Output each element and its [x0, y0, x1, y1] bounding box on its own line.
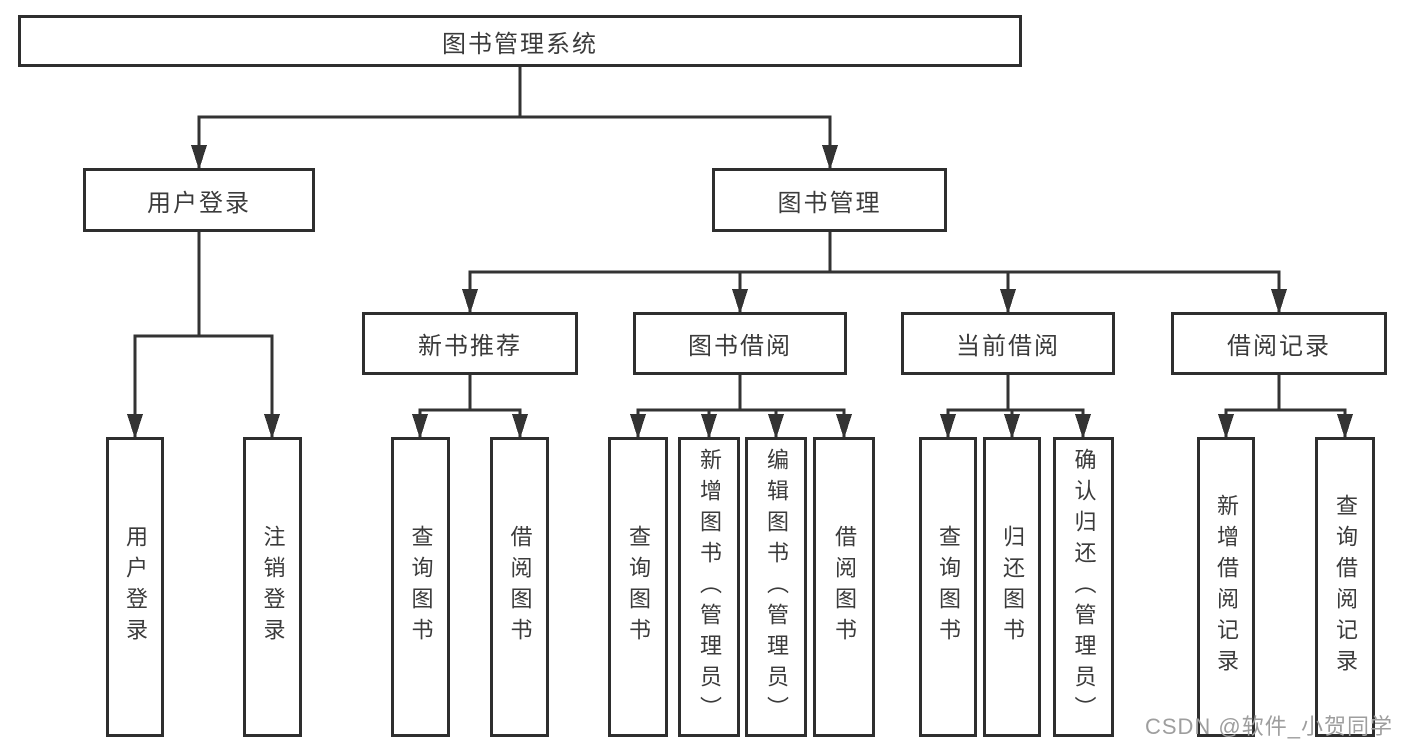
leaf-record-add-borrow-record: 新增借阅记录 — [1197, 437, 1255, 737]
node-new-book-recommend: 新书推荐 — [362, 312, 578, 375]
arrowhead-icon — [1004, 414, 1020, 439]
node-label: 用户登录 — [123, 525, 148, 649]
leaf-newbook-query-book: 查询图书 — [391, 437, 450, 737]
arrowhead-icon — [1218, 414, 1234, 439]
node-label: 图书管理系统 — [442, 30, 598, 58]
node-borrow-record: 借阅记录 — [1171, 312, 1387, 375]
node-label: 新增图书（管理员） — [697, 447, 722, 727]
arrowhead-icon — [127, 414, 143, 439]
leaf-borrow-query-book: 查询图书 — [608, 437, 668, 737]
node-label: 借阅图书 — [507, 525, 533, 649]
leaf-newbook-borrow-book: 借阅图书 — [490, 437, 549, 737]
arrowhead-icon — [512, 414, 528, 439]
node-user-login: 用户登录 — [83, 168, 315, 232]
arrowhead-icon — [836, 414, 852, 439]
node-label: 查询图书 — [936, 525, 961, 649]
leaf-borrow-borrow-book: 借阅图书 — [813, 437, 875, 737]
leaf-borrow-edit-book-admin: 编辑图书（管理员） — [745, 437, 807, 737]
arrowhead-icon — [732, 289, 748, 314]
node-book-borrow: 图书借阅 — [633, 312, 847, 375]
node-label: 当前借阅 — [956, 333, 1060, 360]
arrowhead-icon — [191, 145, 207, 170]
leaf-current-confirm-return-admin: 确认归还（管理员） — [1053, 437, 1114, 737]
node-label: 新增借阅记录 — [1214, 494, 1239, 680]
node-library-management-system: 图书管理系统 — [18, 15, 1022, 67]
leaf-record-query-borrow-record: 查询借阅记录 — [1315, 437, 1375, 737]
node-book-management: 图书管理 — [712, 168, 947, 232]
leaf-logout-login: 注销登录 — [243, 437, 302, 737]
node-label: 用户登录 — [147, 189, 251, 217]
arrowhead-icon — [1337, 414, 1353, 439]
node-label: 归还图书 — [1000, 525, 1025, 649]
arrowhead-icon — [462, 289, 478, 314]
arrowhead-icon — [1271, 289, 1287, 314]
arrowhead-icon — [768, 414, 784, 439]
arrowhead-icon — [940, 414, 956, 439]
node-label: 编辑图书（管理员） — [764, 447, 789, 727]
arrowhead-icon — [264, 414, 280, 439]
node-label: 图书借阅 — [688, 333, 792, 360]
arrowhead-icon — [1075, 414, 1091, 439]
leaf-current-query-book: 查询图书 — [919, 437, 977, 737]
node-label: 注销登录 — [260, 525, 286, 649]
arrowhead-icon — [822, 145, 838, 170]
leaf-borrow-add-book-admin: 新增图书（管理员） — [678, 437, 740, 737]
leaf-current-return-book: 归还图书 — [983, 437, 1041, 737]
arrowhead-icon — [630, 414, 646, 439]
csdn-watermark: CSDN @软件_小贺同学 — [1144, 714, 1393, 739]
node-label: 查询图书 — [626, 525, 651, 649]
node-label: 查询借阅记录 — [1333, 494, 1358, 680]
arrowhead-icon — [701, 414, 717, 439]
leaf-user-login: 用户登录 — [106, 437, 164, 737]
node-label: 借阅图书 — [832, 525, 857, 649]
arrowhead-icon — [412, 414, 428, 439]
node-label: 查询图书 — [408, 525, 434, 649]
node-current-borrow: 当前借阅 — [901, 312, 1115, 375]
node-label: 图书管理 — [777, 189, 882, 217]
node-label: 确认归还（管理员） — [1071, 447, 1097, 727]
node-label: 借阅记录 — [1227, 333, 1331, 360]
arrowhead-icon — [1000, 289, 1016, 314]
node-label: 新书推荐 — [418, 333, 522, 360]
